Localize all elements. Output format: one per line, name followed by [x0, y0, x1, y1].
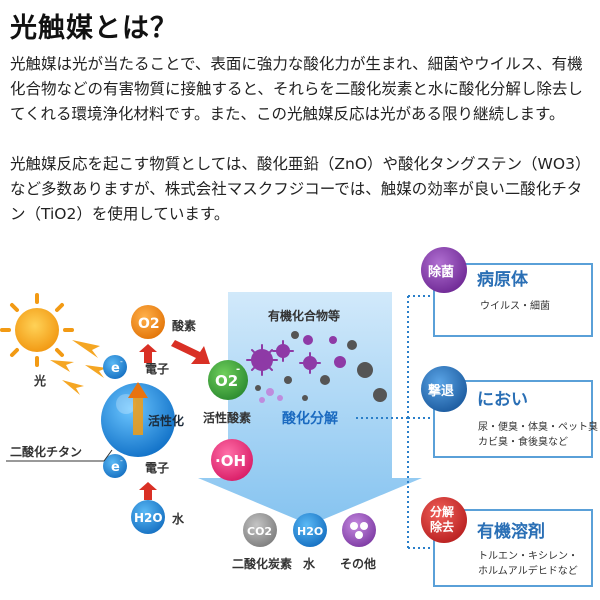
target-pathogen: 除菌 病原体 ウイルス・細菌: [421, 247, 593, 337]
svg-text:-: -: [236, 364, 240, 375]
titanium-dioxide-label: 二酸化チタン: [10, 444, 82, 459]
product-co2-label: 二酸化炭素: [232, 556, 292, 571]
active-oxygen-label: 活性酸素: [203, 410, 251, 425]
product-other-label: その他: [340, 556, 376, 571]
target-solvent: 分解 除去 有機溶剤 トルエン・キシレン・ ホルムアルデヒドなど: [421, 497, 593, 587]
target-desc-pathogen: ウイルス・細菌: [480, 299, 550, 312]
target-desc-solvent-1: トルエン・キシレン・: [478, 551, 578, 562]
oxidative-decomposition-label: 酸化分解: [282, 410, 338, 427]
badge-decompose-1: 分解: [430, 504, 454, 519]
activation-label: 活性化: [148, 413, 184, 428]
svg-text:H2O: H2O: [297, 525, 323, 538]
badge-sterilize: 除菌: [428, 264, 454, 280]
svg-text:e: e: [111, 460, 120, 475]
description-paragraph-2: 光触媒反応を起こす物質としては、酸化亜鉛（ZnO）や酸化タングステン（WO3）な…: [10, 155, 591, 223]
water-molecule-icon: [131, 500, 165, 534]
oxygen-molecule-icon: [131, 305, 165, 339]
target-desc-odor-2: カビ臭・食後臭など: [478, 435, 568, 448]
product-other: [342, 513, 376, 547]
product-co2: CO2: [243, 513, 277, 547]
badge-decompose-2: 除去: [430, 519, 454, 534]
hydroxyl-radical-icon: [211, 439, 253, 481]
electron-top-icon: [103, 355, 127, 379]
svg-text:CO2: CO2: [247, 525, 272, 538]
sun-icon: [0, 293, 74, 367]
oxygen-label: 酸素: [172, 318, 196, 333]
target-desc-solvent-2: ホルムアルデヒドなど: [478, 564, 578, 577]
water-label: 水: [172, 511, 185, 526]
badge-decompose-icon: [421, 497, 467, 543]
decomposition-arrow: [198, 292, 422, 525]
svg-text:-: -: [120, 456, 123, 465]
badge-repel: 撃退: [428, 383, 454, 399]
connector-lines: [356, 295, 434, 549]
organic-compounds-label: 有機化合物等: [268, 308, 340, 323]
svg-text:O2: O2: [138, 316, 160, 332]
electron-label-top: 電子: [145, 362, 169, 376]
badge-repel-icon: [421, 366, 467, 412]
reaction-arrow: [171, 340, 210, 364]
light-label: 光: [33, 373, 46, 388]
product-h2o: H2O: [293, 513, 327, 547]
target-desc-odor-1: 尿・便臭・体臭・ペット臭・: [478, 420, 600, 433]
target-odor: 撃退 におい 尿・便臭・体臭・ペット臭・ カビ臭・食後臭など: [421, 366, 600, 458]
electron-bottom-icon: [103, 454, 127, 478]
svg-text:·OH: ·OH: [215, 452, 246, 470]
svg-text:e: e: [111, 361, 120, 376]
target-title-odor: におい: [477, 390, 528, 410]
product-h2o-label: 水: [303, 556, 316, 571]
light-rays: [50, 340, 107, 395]
page-title: 光触媒とは？: [10, 13, 178, 44]
svg-text:H2O: H2O: [134, 511, 163, 525]
fragment-icon: [259, 388, 283, 403]
superoxide-icon: [208, 360, 248, 400]
svg-text:-: -: [120, 357, 123, 366]
particle-icon: [255, 331, 387, 402]
target-title-solvent: 有機溶剤: [477, 521, 545, 542]
svg-text:O2: O2: [215, 372, 238, 390]
target-title-pathogen: 病原体: [477, 269, 529, 290]
badge-sterilize-icon: [421, 247, 467, 293]
electron-label-bottom: 電子: [145, 461, 169, 475]
description-paragraph-1: 光触媒は光が当たることで、表面に強力な酸化力が生まれ、細菌やウイルス、有機化合物…: [10, 55, 583, 123]
